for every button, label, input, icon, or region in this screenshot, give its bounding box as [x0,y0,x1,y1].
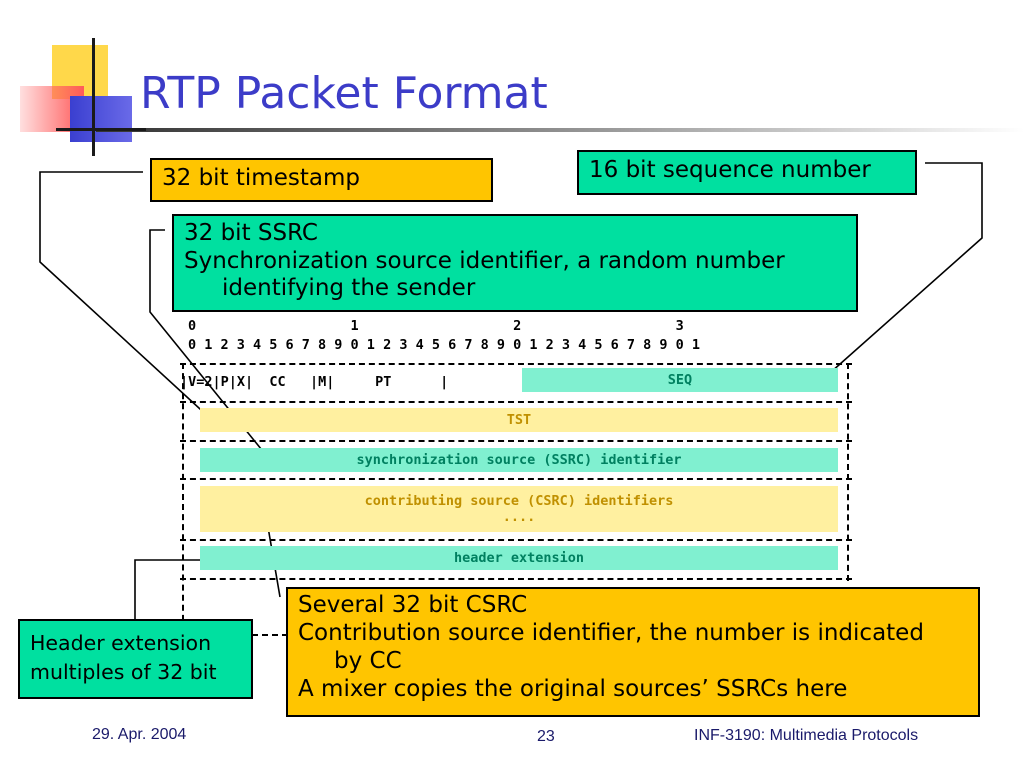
row-separator [180,363,852,365]
sequence-callout-text: 16 bit sequence number [589,157,871,183]
timestamp-callout-text: 32 bit timestamp [162,165,360,191]
csrc-callout-desc-2: by CC [334,648,402,675]
ssrc-field: synchronization source (SSRC) identifier [200,448,838,472]
right-border [847,363,849,581]
ssrc-callout-title: 32 bit SSRC [184,220,318,246]
slide-title: RTP Packet Format [140,68,548,119]
sequence-callout: 16 bit sequence number [577,150,917,195]
csrc-field: contributing source (CSRC) identifiers .… [200,486,838,532]
csrc-callout-desc-1: Contribution source identifier, the numb… [298,620,924,647]
row-separator [180,440,852,442]
csrc-callout-desc-3: A mixer copies the original sources’ SSR… [298,676,848,703]
row-separator [252,634,288,636]
ssrc-callout-desc-1: Synchronization source identifier, a ran… [184,247,785,274]
csrc-callout: Several 32 bit CSRC Contribution source … [286,587,980,717]
header-row-fields: |V=2|P|X| CC |M| PT | [180,374,449,390]
bit-tens-row: 0 1 2 3 [188,318,684,334]
connector-ssrc [149,229,271,461]
footer-date: 29. Apr. 2004 [92,726,187,743]
timestamp-callout: 32 bit timestamp [150,158,493,202]
bit-units-row: 0 1 2 3 4 5 6 7 8 9 0 1 2 3 4 5 6 7 8 9 … [188,337,701,353]
header-extension-callout: Header extension multiples of 32 bit [18,619,253,699]
title-rule [96,128,1024,132]
csrc-callout-title: Several 32 bit CSRC [298,592,528,618]
footer-page-number: 23 [537,728,555,745]
csrc-field-label: contributing source (CSRC) identifiers [364,493,674,509]
tst-field: TST [200,408,838,432]
row-separator [180,578,852,580]
row-separator [180,401,852,403]
connector-timestamp [39,171,213,421]
header-extension-field: header extension [200,546,838,570]
connector-sequence [821,162,983,381]
row-separator [180,539,852,541]
title-decoration-blue [70,96,132,142]
row-separator [180,478,852,480]
header-extension-callout-line-1: Header extension [30,631,212,655]
left-border [182,363,184,641]
header-extension-callout-line-2: multiples of 32 bit [30,659,217,684]
seq-field: SEQ [522,368,838,392]
connector-header-ext [134,559,200,619]
ssrc-callout: 32 bit SSRC Synchronization source ident… [172,214,858,312]
ssrc-callout-desc-2: identifying the sender [222,275,476,302]
title-decoration-vline [92,38,95,156]
footer-course: INF-3190: Multimedia Protocols [694,727,919,744]
title-decoration-hline [56,128,146,131]
csrc-field-dots: .... [502,509,536,525]
